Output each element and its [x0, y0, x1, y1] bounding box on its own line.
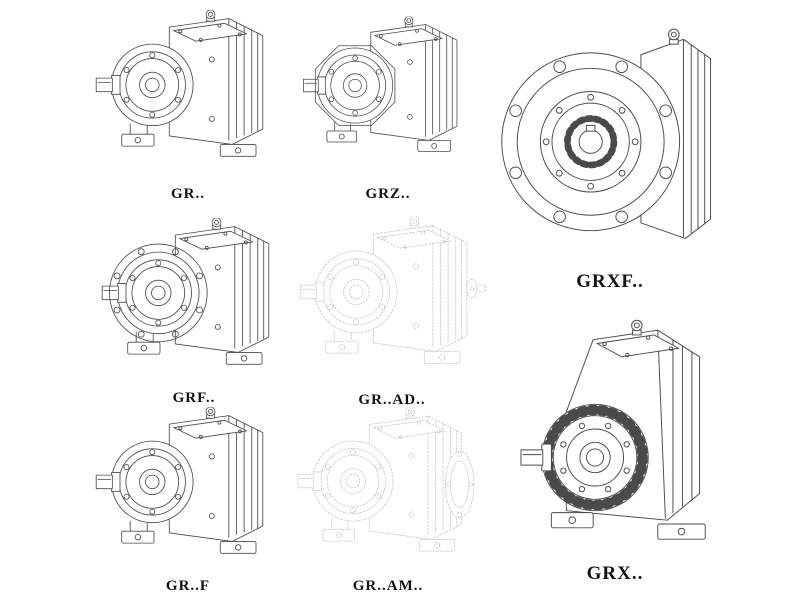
gr-f-gearbox-drawing — [86, 400, 290, 580]
figure-gr-am — [288, 400, 488, 578]
gr-ad-label: GR..AD.. — [358, 392, 426, 408]
figure-gr-f — [86, 400, 290, 580]
grf-label: GRF.. — [172, 390, 216, 406]
grf-gearbox-drawing — [92, 210, 296, 392]
figure-gr — [86, 0, 290, 186]
figure-grf — [92, 210, 296, 392]
gr-label: GR.. — [171, 186, 205, 202]
gr-f-label: GR..F — [165, 578, 211, 594]
gr-gearbox-drawing — [86, 0, 290, 186]
grxf-label: GRXF.. — [576, 271, 644, 292]
figure-grxf — [494, 4, 726, 266]
gr-am-gearbox-drawing — [288, 400, 475, 578]
gr-am-label: GR..AM.. — [352, 578, 424, 594]
grz-label: GRZ.. — [365, 186, 411, 202]
gr-ad-gearbox-drawing — [290, 208, 486, 392]
figure-grz — [294, 0, 482, 186]
figure-grx — [496, 296, 734, 562]
figure-gr-ad — [290, 208, 494, 392]
grx-gearbox-drawing — [496, 296, 734, 562]
grxf-gearbox-drawing — [494, 4, 726, 266]
grx-label: GRX.. — [586, 563, 644, 584]
grz-gearbox-drawing — [294, 0, 482, 186]
